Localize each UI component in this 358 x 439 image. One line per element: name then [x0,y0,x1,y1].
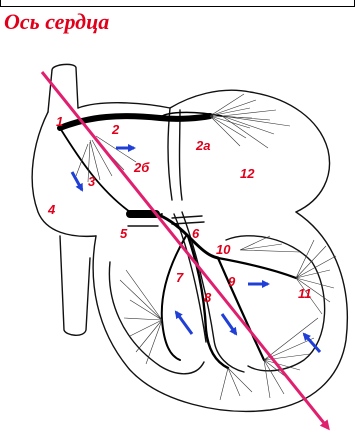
blue-arrow-left-atrium [72,172,82,190]
label-10: 10 [216,242,231,257]
label-9: 9 [228,274,236,289]
right-atrium-outline [32,112,96,236]
label-3: 3 [88,174,96,189]
label-5: 5 [120,226,128,241]
label-1: 1 [56,114,63,129]
left-bundle-posterior [218,258,264,360]
vena-cava-tube [60,236,90,335]
label-2a: 2а [195,138,210,153]
label-2: 2 [111,122,120,137]
label-11: 11 [298,286,312,301]
depolarization-arrows [72,148,320,352]
label-7: 7 [176,270,184,285]
blue-arrow-septum-down [222,314,236,334]
label-2b: 2б [133,160,150,175]
label-6: 6 [192,226,200,241]
label-12: 12 [240,166,255,181]
blue-arrow-septum-up [176,312,192,334]
label-8: 8 [204,290,212,305]
label-4: 4 [47,202,56,217]
